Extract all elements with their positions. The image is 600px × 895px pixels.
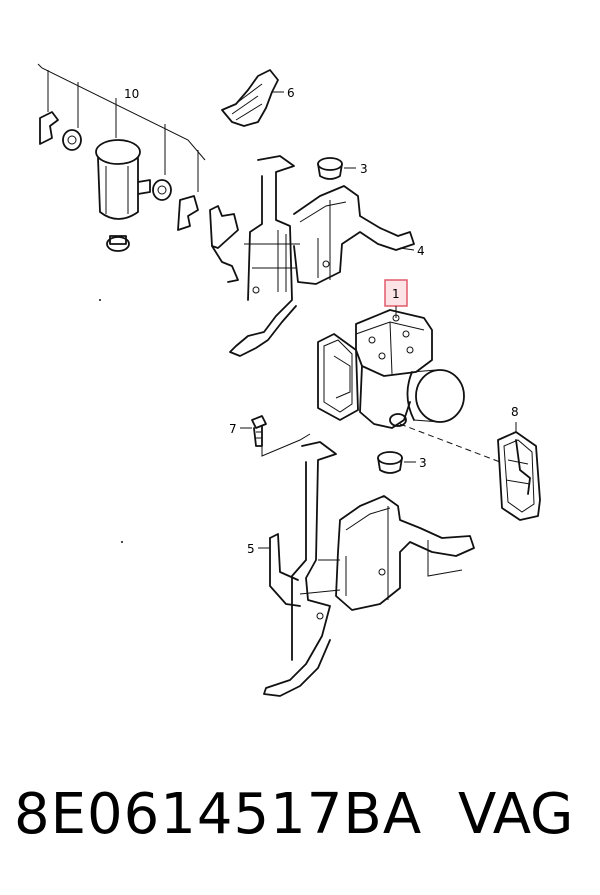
- part-6-connector-clip: [221, 69, 284, 127]
- part-7-bolt: [240, 415, 311, 457]
- brand-caption: VAG: [458, 782, 574, 847]
- callout-4: 4: [417, 244, 425, 258]
- callout-7: 7: [229, 422, 237, 436]
- part-number-caption: 8E0614517BA: [14, 782, 423, 847]
- callout-8: 8: [511, 405, 519, 419]
- callout-6: 6: [287, 86, 295, 100]
- part-3-rubber-mount-lower: [377, 451, 416, 474]
- part-1-abs-unit: [317, 309, 465, 429]
- callout-3-lower: 3: [419, 456, 427, 470]
- leader-part1-to-part8: [399, 423, 501, 463]
- part-4-upper-bracket: [209, 155, 415, 357]
- callout-1: 1: [392, 287, 400, 301]
- speck: [121, 541, 123, 543]
- part-5-lower-bracket: [258, 441, 475, 697]
- part-8-connector: [497, 422, 541, 521]
- speck: [99, 299, 101, 301]
- callout-10: 10: [124, 87, 139, 101]
- callout-1-highlight: [384, 279, 408, 318]
- callout-5: 5: [247, 542, 255, 556]
- callout-3-top: 3: [360, 162, 368, 176]
- part-10-accumulator-assembly: [37, 63, 206, 252]
- part-3-rubber-mount-top: [317, 157, 356, 180]
